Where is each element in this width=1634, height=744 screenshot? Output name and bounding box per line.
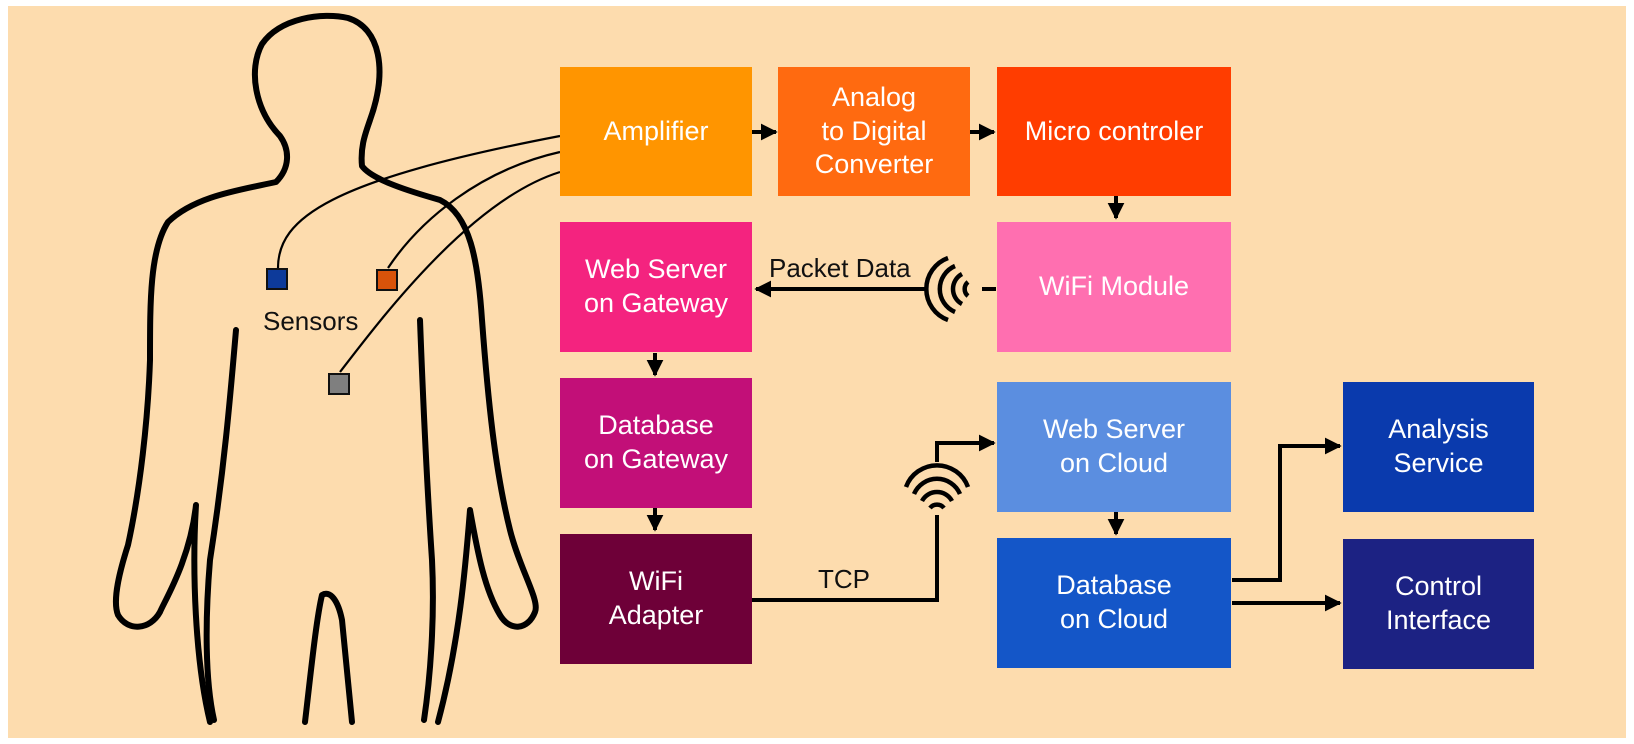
block-amplifier: Amplifier xyxy=(560,67,752,196)
arrow-to-analysis xyxy=(1232,437,1342,582)
block-microcontroller: Micro controler xyxy=(997,67,1231,196)
sensor-orange xyxy=(376,269,398,291)
block-analysis-service: Analysis Service xyxy=(1343,382,1534,512)
inner-arm-left xyxy=(203,327,239,723)
edge-label-tcp: TCP xyxy=(818,564,870,594)
lead-blue xyxy=(276,134,561,269)
human-body-outline xyxy=(112,12,539,725)
edge-label-packet-data: Packet Data xyxy=(769,253,911,283)
inner-arm-right xyxy=(417,317,436,723)
sensor-blue xyxy=(266,268,288,290)
wireless-signal-left-icon xyxy=(924,255,970,323)
block-wifi-adapter: WiFi Adapter xyxy=(560,534,752,664)
sensor-leads xyxy=(276,134,561,373)
wireless-signal-up-icon xyxy=(903,463,971,510)
body-silhouette xyxy=(112,12,539,725)
arrow-to-cloud xyxy=(935,434,996,462)
block-adc: Analog to Digital Converter xyxy=(778,67,970,196)
line-tcp xyxy=(752,515,939,602)
sensors-label: Sensors xyxy=(263,306,359,336)
block-wifi-module: WiFi Module xyxy=(997,222,1231,352)
sensor-gray xyxy=(328,373,350,395)
lead-gray xyxy=(339,170,561,373)
lead-orange xyxy=(387,150,561,269)
block-control-interface: Control Interface xyxy=(1343,539,1534,669)
block-database-gateway: Database on Gateway xyxy=(560,378,752,508)
block-arrows xyxy=(646,123,1342,612)
legs-inner xyxy=(302,590,355,725)
block-web-server-gateway: Web Server on Gateway xyxy=(560,222,752,352)
block-web-server-cloud: Web Server on Cloud xyxy=(997,382,1231,512)
block-database-cloud: Database on Cloud xyxy=(997,538,1231,668)
